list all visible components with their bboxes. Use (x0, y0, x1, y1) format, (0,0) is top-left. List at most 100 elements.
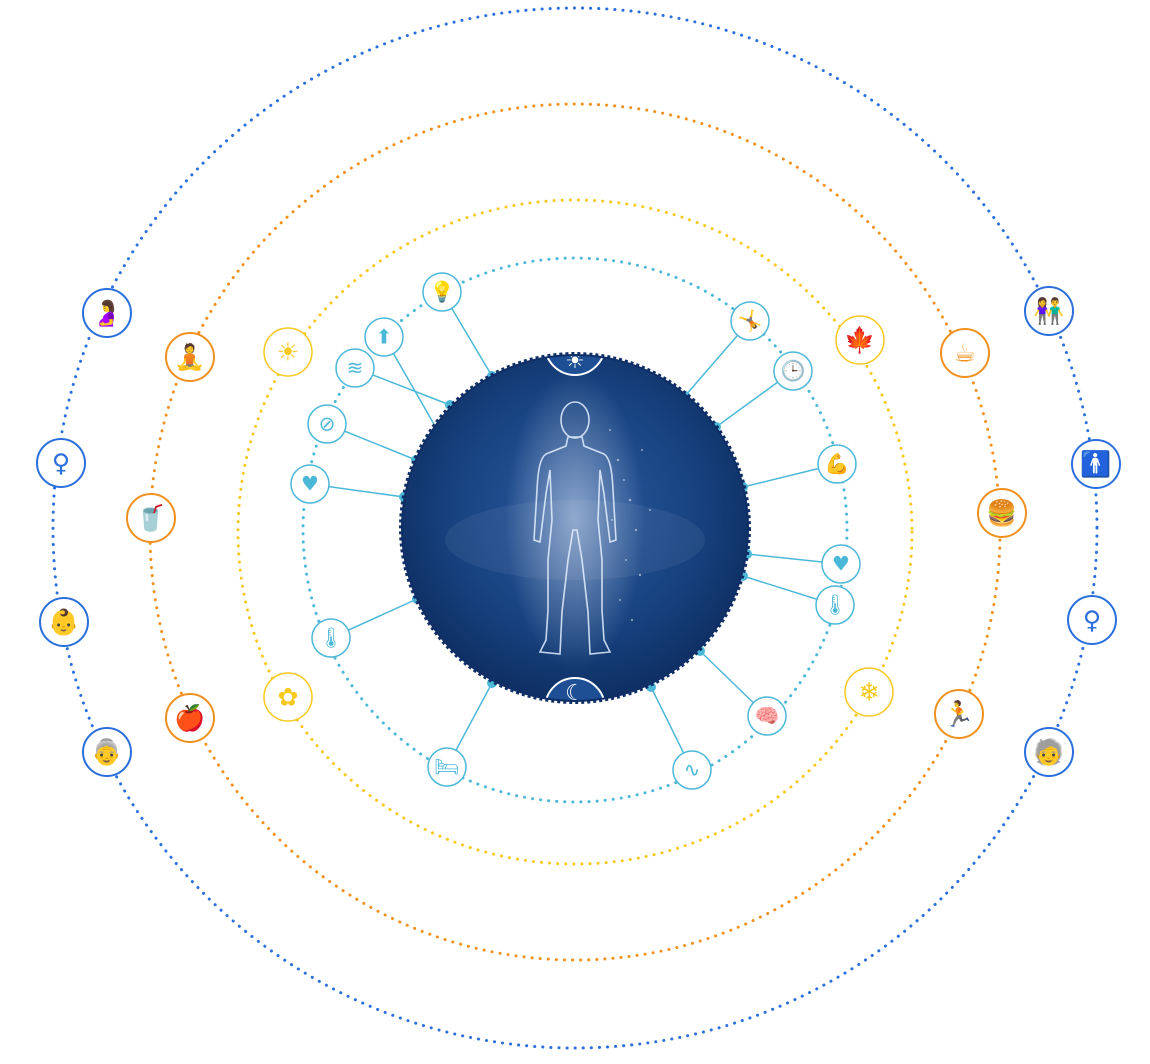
brain-head-icon: 🧠 (755, 704, 780, 728)
meditation-icon: 🧘 (174, 342, 205, 371)
icon-circle (977, 488, 1027, 538)
icon-circle (844, 667, 894, 717)
icon-circle (1067, 595, 1117, 645)
baby-node[interactable]: 👶 (39, 597, 89, 647)
human-figure (533, 401, 617, 655)
icon-circle (39, 597, 89, 647)
arrow-up-node[interactable]: ⬆ (364, 317, 404, 357)
man-node[interactable]: 🚹 (1071, 439, 1121, 489)
icon-circle (817, 444, 857, 484)
icon-circle (307, 404, 347, 444)
inner-ring (301, 256, 849, 804)
coffee-cup-icon: ☕ (954, 338, 976, 367)
icon-circle (422, 272, 462, 312)
autumn-leaf-node[interactable]: 🍁 (835, 315, 885, 365)
icon-circle (1024, 727, 1074, 777)
digestion-icon: ∿ (684, 758, 701, 782)
burger-icon: 🍔 (986, 498, 1017, 527)
icon-circle (1024, 286, 1074, 336)
icon-circle (263, 327, 313, 377)
female-symbol-node[interactable]: ♀ (36, 438, 86, 488)
body-temperature-left-icon: 🌡 (318, 626, 343, 650)
icon-circle (821, 544, 861, 584)
coffee-cup-node[interactable]: ☕ (940, 328, 990, 378)
meditation-node[interactable]: 🧘 (165, 332, 215, 382)
man-icon: 🚹 (1080, 449, 1111, 478)
elderly-woman-node[interactable]: 👵 (82, 727, 132, 777)
couple-node[interactable]: 👫 (1024, 286, 1074, 336)
icon-circle (126, 493, 176, 543)
icon-circle (36, 438, 86, 488)
digestion-node[interactable]: ∿ (672, 750, 712, 790)
night-moon-icon: ☾ (565, 681, 585, 706)
apple-node[interactable]: 🍎 (165, 693, 215, 743)
body-temperature-left-node[interactable]: 🌡 (311, 618, 351, 658)
running-node[interactable]: 🏃 (934, 689, 984, 739)
muscle-node[interactable]: 💪 (817, 444, 857, 484)
water-glass-node[interactable]: 🥤 (126, 493, 176, 543)
icon-circle (165, 693, 215, 743)
brain-head-node[interactable]: 🧠 (747, 696, 787, 736)
icon-circle (335, 348, 375, 388)
core-circle: ☀ ☾ (399, 349, 751, 706)
bed-node[interactable]: 🛏 (427, 747, 467, 787)
burger-node[interactable]: 🍔 (977, 488, 1027, 538)
couple-icon: 👫 (1033, 296, 1064, 325)
icon-circle (82, 727, 132, 777)
icon-circle (165, 332, 215, 382)
body-temperature-right-node[interactable]: 🌡 (815, 585, 855, 625)
female-symbol-right-node[interactable]: ♀ (1067, 595, 1117, 645)
icon-circle (773, 351, 813, 391)
clock-node[interactable]: 🕒 (773, 351, 813, 391)
orange-ring-icons: 🧘 🥤 🍎 ☕ 🍔 🏃 (126, 328, 1027, 743)
flower-node[interactable]: ✿ (263, 672, 313, 722)
flower-icon: ✿ (278, 682, 299, 711)
female-symbol-icon: ♀ (52, 448, 70, 477)
intestine-icon: ≋ (347, 356, 364, 380)
female-symbol-right-icon: ♀ (1083, 605, 1101, 634)
icon-circle (290, 464, 330, 504)
heart-plus-node[interactable]: ♥ (821, 544, 861, 584)
icon-circle (364, 317, 404, 357)
icon-circle (427, 747, 467, 787)
water-glass-icon: 🥤 (135, 503, 166, 532)
icon-circle (311, 618, 351, 658)
arrow-up-icon: ⬆ (376, 325, 393, 349)
elderly-couple-node[interactable]: 🧓 (1024, 727, 1074, 777)
inner-ring-icons: 💡 ⬆ ≋ ⊘ ♥ 🌡 🛏 🤸🕒 💪 ♥ 🌡 🧠 ∿ (290, 272, 861, 790)
apple-icon: 🍎 (174, 702, 205, 732)
snowflake-icon: ❄ (859, 677, 880, 706)
heart-plus-icon: ♥ (832, 552, 850, 576)
icon-circle (940, 328, 990, 378)
heart-rate-icon: ♥ (301, 472, 319, 496)
baby-icon: 👶 (48, 607, 79, 636)
icon-circle (1071, 439, 1121, 489)
lightbulb-icon: 💡 (430, 280, 455, 304)
no-thinking-node[interactable]: ⊘ (307, 404, 347, 444)
intestine-node[interactable]: ≋ (335, 348, 375, 388)
day-sun-icon: ☀ (565, 349, 585, 374)
no-thinking-icon: ⊘ (319, 412, 336, 436)
icon-circle (82, 288, 132, 338)
icon-circle (835, 315, 885, 365)
icon-circle (263, 672, 313, 722)
icon-circle (934, 689, 984, 739)
icon-circle (747, 696, 787, 736)
pregnant-woman-node[interactable]: 🤰 (82, 288, 132, 338)
sun-node[interactable]: ☀ (263, 327, 313, 377)
snowflake-node[interactable]: ❄ (844, 667, 894, 717)
day-sun-badge: ☀ (544, 349, 606, 376)
lightbulb-node[interactable]: 💡 (422, 272, 462, 312)
yellow-ring-icons: ☀ ✿ 🍁 ❄ (263, 315, 894, 722)
bed-icon: 🛏 (434, 755, 459, 779)
sun-icon: ☀ (277, 337, 299, 366)
heart-rate-node[interactable]: ♥ (290, 464, 330, 504)
icon-circle (730, 301, 770, 341)
icon-circle (672, 750, 712, 790)
particle-dust (609, 429, 651, 622)
running-icon: 🏃 (943, 699, 974, 728)
stretching-node[interactable]: 🤸 (730, 301, 770, 341)
night-moon-badge: ☾ (544, 677, 606, 706)
